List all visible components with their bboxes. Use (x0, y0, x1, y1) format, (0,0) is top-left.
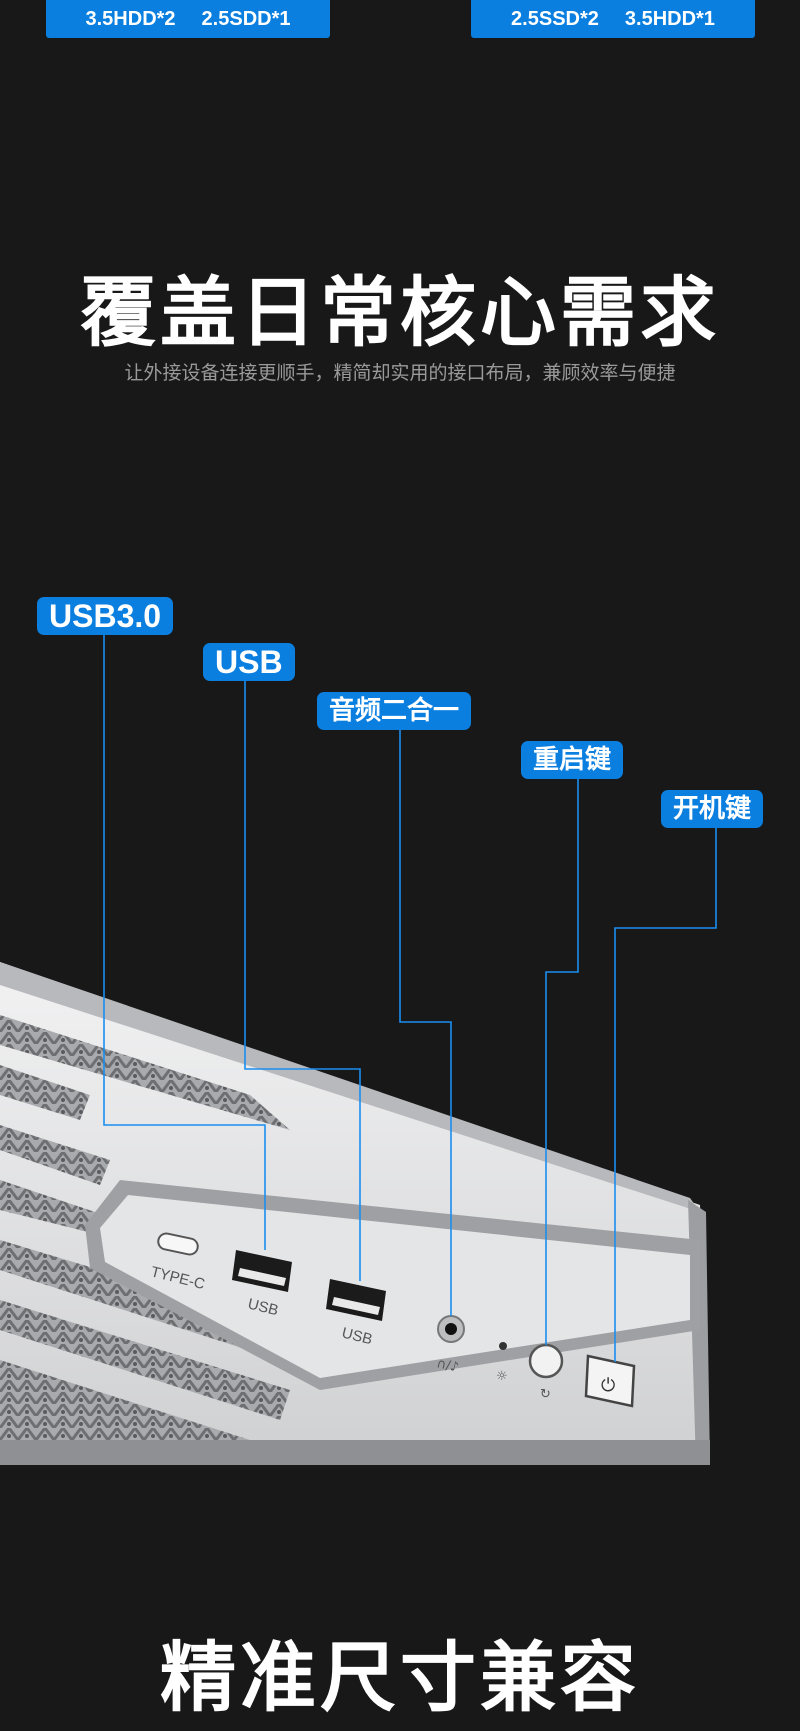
drive-spec-badge-left: 3.5HDD*2 2.5SDD*1 (46, 0, 330, 38)
leader-reset (545, 779, 579, 1345)
callout-usb30: USB3.0 (37, 597, 174, 635)
usb-label-2: USB (340, 1324, 374, 1348)
leader-usb (244, 681, 361, 1281)
callout-leaders (103, 635, 717, 1362)
drive-spec-left-1: 3.5HDD*2 (85, 7, 176, 30)
drive-spec-badge-right: 2.5SSD*2 3.5HDD*1 (471, 0, 755, 38)
leader-power (614, 828, 717, 1362)
drive-spec-left-2: 2.5SDD*1 (201, 7, 291, 30)
section-title-size: 精准尺寸兼容 (160, 1633, 640, 1722)
section-title-core: 覆盖日常核心需求 (80, 268, 720, 357)
drive-spec-right-2: 3.5HDD*1 (624, 7, 715, 30)
power-button-graphic: ⏻ (584, 1354, 636, 1408)
reset-icon: ↻ (540, 1387, 551, 1402)
usb-port-1: USB (232, 1250, 292, 1319)
power-icon: ⏻ (601, 1375, 615, 1396)
led-icon: ☼ (496, 1369, 508, 1384)
status-led: ☼ (496, 1342, 508, 1384)
usb-label-1: USB (246, 1295, 280, 1319)
callout-power: 开机键 (661, 790, 764, 828)
callout-usb: USB (203, 643, 295, 681)
drive-spec-right-1: 2.5SSD*2 (511, 7, 599, 30)
leader-audio (399, 730, 452, 1316)
section-subtitle-core: 让外接设备连接更顺手，精简却实用的接口布局，兼顾效率与便捷 (124, 362, 676, 384)
usb-port-2: USB (326, 1279, 386, 1348)
callout-reset: 重启键 (521, 741, 624, 779)
callout-audio: 音频二合一 (317, 692, 472, 730)
headset-mic-icon: ∩/♪ (435, 1356, 460, 1375)
leader-usb30 (103, 635, 266, 1250)
